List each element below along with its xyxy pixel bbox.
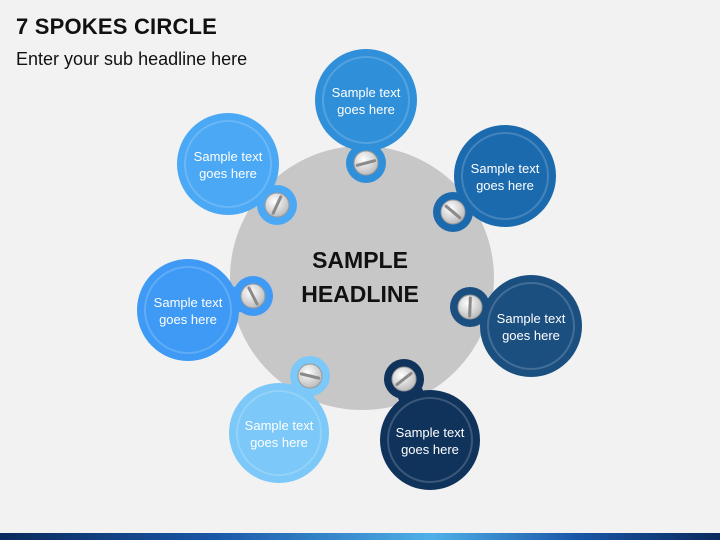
spoke-text-line1: Sample text <box>497 311 566 326</box>
spoke-text-line1: Sample text <box>154 295 223 310</box>
spoke-text-line2: goes here <box>159 312 217 327</box>
spoke-text-line2: goes here <box>502 328 560 343</box>
spoke-inner-circle <box>487 282 575 370</box>
spoke-text-line2: goes here <box>199 166 257 181</box>
spoke-6: Sample text goes here <box>177 113 297 225</box>
bottom-accent-bar <box>0 533 720 540</box>
spoke-text-line1: Sample text <box>194 149 263 164</box>
spoke-text-line2: goes here <box>337 102 395 117</box>
spoke-7: Sample text goes here <box>137 259 273 361</box>
spoke-5: Sample text goes here <box>229 356 330 483</box>
spoke-text-line1: Sample text <box>396 425 465 440</box>
spoke-text-line1: Sample text <box>245 418 314 433</box>
spoke-4: Sample text goes here <box>380 359 480 490</box>
spoke-text-line1: Sample text <box>471 161 540 176</box>
bolt-slot <box>468 296 472 318</box>
spoke-inner-circle <box>387 397 473 483</box>
spoke-3: Sample text goes here <box>450 275 582 377</box>
spoke-inner-circle <box>184 120 272 208</box>
hub-headline-line1: SAMPLE <box>312 247 408 273</box>
bolt-slot <box>299 372 321 380</box>
spoke-inner-circle <box>461 132 549 220</box>
spoke-inner-circle <box>144 266 232 354</box>
spoke-text-line1: Sample text <box>332 85 401 100</box>
hub-headline-line2: HEADLINE <box>301 281 419 307</box>
spoke-inner-circle <box>322 56 410 144</box>
bolt-slot <box>247 286 259 306</box>
spoke-text-line2: goes here <box>401 442 459 457</box>
spoke-1: Sample text goes here <box>315 49 417 183</box>
spoke-inner-circle <box>236 390 322 476</box>
bolt-slot <box>395 371 413 387</box>
hub-circle <box>230 146 494 410</box>
bolt-slot <box>355 159 377 167</box>
bolt-slot <box>444 204 462 220</box>
spoke-text-line2: goes here <box>476 178 534 193</box>
page-title: 7 SPOKES CIRCLE <box>16 14 218 39</box>
spoke-text-line2: goes here <box>250 435 308 450</box>
spoke-2: Sample text goes here <box>433 125 556 232</box>
bolt-slot <box>271 195 283 215</box>
page-subtitle: Enter your sub headline here <box>16 49 248 69</box>
